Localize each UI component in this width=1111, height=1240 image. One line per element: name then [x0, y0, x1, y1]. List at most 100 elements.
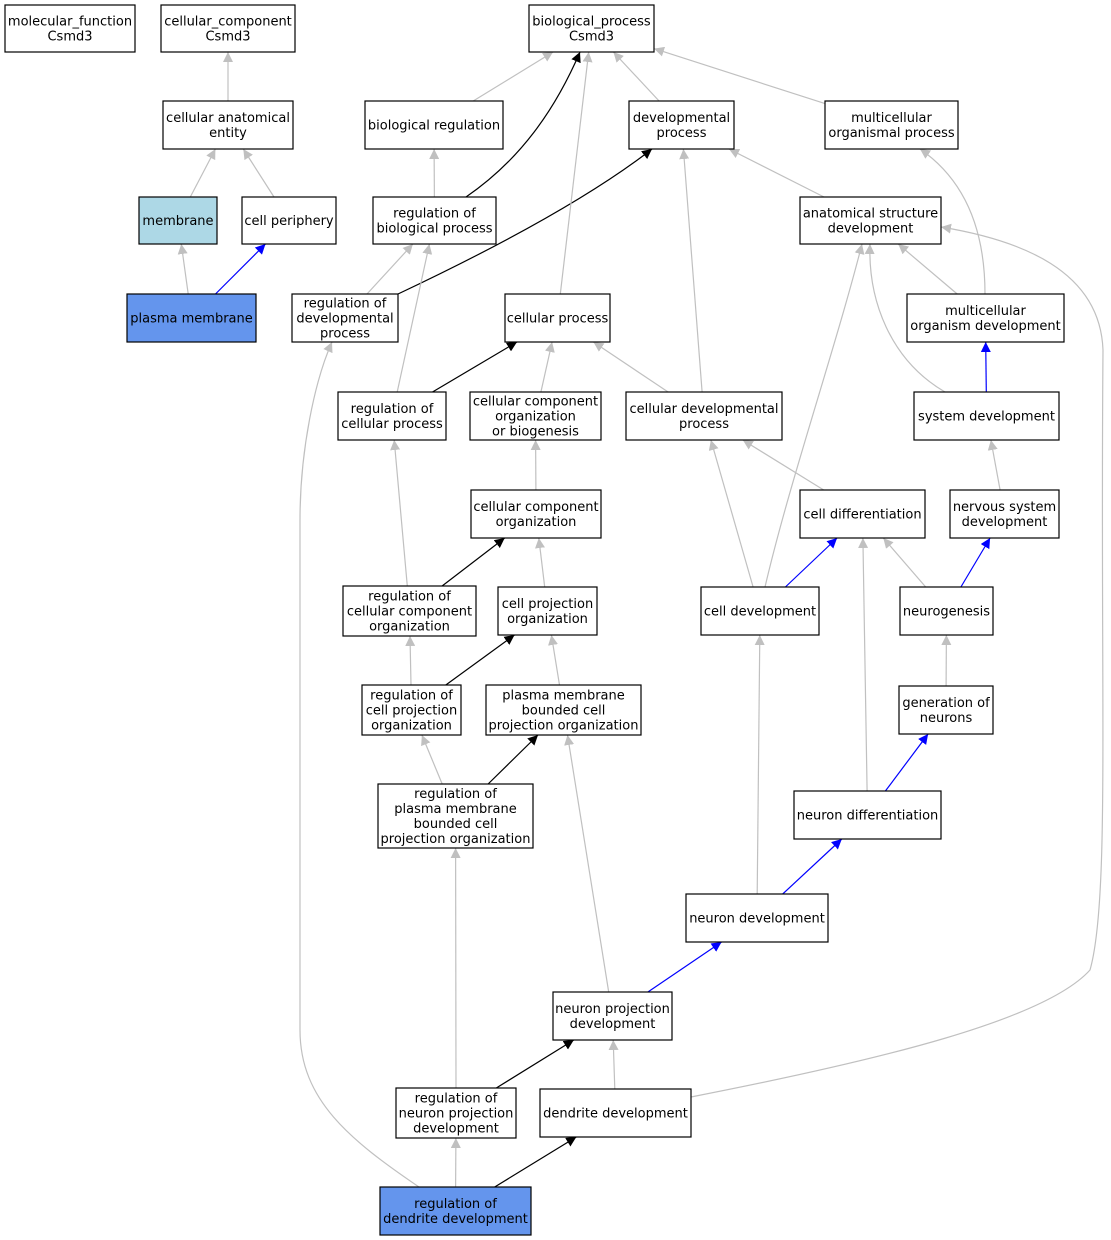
- node-box: [628, 100, 735, 150]
- node-biological-regulation[interactable]: biological regulation: [364, 100, 504, 150]
- node-label-line: organism development: [910, 319, 1060, 334]
- node-label-line: projection organization: [489, 719, 639, 734]
- node-box: [395, 1087, 517, 1139]
- node-label-line: regulation of: [393, 207, 476, 222]
- edge-regulates-regulation-of-dendrite-development-to-dendrite-development: [494, 1136, 577, 1188]
- edge-is-a-nervous-system-development-to-system-development: [987, 439, 1001, 491]
- node-label-line: neurogenesis: [903, 605, 990, 620]
- edge-is-a-cell-projection-organization-to-cellular-component-organization: [535, 537, 546, 588]
- edge-is-a-plasma-membrane-bounded-cell-projection-organization-to-cell-projection-organization: [548, 634, 561, 686]
- node-label-line: organization: [371, 719, 452, 734]
- node-box: [162, 100, 294, 150]
- node-label-line: organization: [369, 620, 450, 635]
- node-label-line: multicellular: [851, 111, 932, 126]
- node-label-line: cell projection: [366, 704, 457, 719]
- edge-part-of-neuron-development-to-neuron-differentiation: [782, 838, 843, 895]
- node-label-line: regulation of: [370, 689, 453, 704]
- edge-regulates-regulation-of-cell-projection-organization-to-cell-projection-organization: [445, 634, 515, 686]
- edge-is-a-regulation-of-cellular-process-to-regulation-of-biological-process: [396, 243, 433, 393]
- edge-part-of-plasma-membrane-to-cell-periphery: [215, 243, 266, 295]
- node-plasma-membrane[interactable]: plasma membrane: [126, 293, 257, 343]
- node-label-line: development: [570, 1017, 656, 1032]
- node-box: [906, 293, 1065, 343]
- node-box: [913, 391, 1060, 441]
- node-box: [4, 4, 136, 53]
- edge-part-of-neuron-differentiation-to-generation-of-neurons: [884, 733, 929, 792]
- node-box: [552, 991, 673, 1041]
- node-dendrite-development[interactable]: dendrite development: [539, 1088, 692, 1138]
- node-box: [949, 489, 1060, 539]
- node-label-line: neuron projection: [399, 1107, 514, 1122]
- node-label-line: organization: [495, 410, 576, 425]
- node-neurogenesis[interactable]: neurogenesis: [899, 586, 994, 636]
- node-cellular-process[interactable]: cellular process: [504, 293, 611, 343]
- node-neuron-differentiation[interactable]: neuron differentiation: [793, 790, 942, 840]
- edge-is-a-regulation-of-cellular-component-organization-to-regulation-of-cellular-process: [390, 439, 408, 587]
- node-cell-differentiation[interactable]: cell differentiation: [799, 489, 926, 539]
- edge-is-a-regulation-of-developmental-process-to-regulation-of-biological-process: [366, 243, 414, 295]
- node-label-line: cell differentiation: [803, 508, 921, 523]
- edge-is-a-anatomical-structure-development-to-developmental-process: [728, 148, 825, 198]
- node-label-line: developmental: [296, 312, 393, 327]
- node-label-line: regulation of: [414, 1197, 497, 1212]
- node-neuron-development[interactable]: neuron development: [685, 893, 829, 943]
- edge-is-a-cell-development-to-anatomical-structure-development: [764, 243, 865, 588]
- edge-is-a-system-development-to-anatomical-structure-development: [864, 243, 946, 393]
- node-cell-development[interactable]: cell development: [700, 586, 820, 636]
- node-label-line: multicellular: [945, 304, 1026, 319]
- node-label-line: cellular component: [347, 605, 472, 620]
- node-box: [539, 1088, 692, 1138]
- node-label-line: Csmd3: [47, 30, 92, 45]
- node-label-line: development: [413, 1122, 499, 1137]
- node-box: [485, 684, 642, 736]
- node-box: [899, 586, 994, 636]
- node-label-line: developmental: [633, 111, 730, 126]
- node-membrane[interactable]: membrane: [138, 196, 218, 245]
- edge-is-a-neuron-development-to-cell-development: [754, 634, 765, 895]
- node-cell-periphery[interactable]: cell periphery: [241, 196, 337, 245]
- edge-regulates-regulation-of-neuron-projection-development-to-neuron-projection-development: [495, 1039, 575, 1089]
- node-system-development[interactable]: system development: [913, 391, 1060, 441]
- node-label-line: cellular process: [507, 312, 609, 327]
- node-label-line: regulation of: [414, 787, 497, 802]
- edge-is-a-membrane-to-cellular-anatomical-entity: [189, 148, 216, 198]
- node-label-line: entity: [209, 126, 247, 141]
- node-box: [138, 196, 218, 245]
- edge-is-a-dendrite-development-to-neuron-projection-development: [608, 1039, 619, 1090]
- node-label-line: neuron development: [689, 912, 825, 927]
- node-label-line: molecular_function: [8, 15, 132, 30]
- node-box: [799, 489, 926, 539]
- node-box: [342, 585, 477, 637]
- node-box: [504, 293, 611, 343]
- node-label-line: projection organization: [381, 832, 531, 847]
- edge-is-a-cell-differentiation-to-cellular-developmental-process: [742, 439, 825, 491]
- node-box: [337, 391, 447, 441]
- node-box: [685, 893, 829, 943]
- edge-is-a-cellular-developmental-process-to-developmental-process: [679, 148, 703, 393]
- edge-is-a-developmental-process-to-biological-process: [612, 51, 660, 102]
